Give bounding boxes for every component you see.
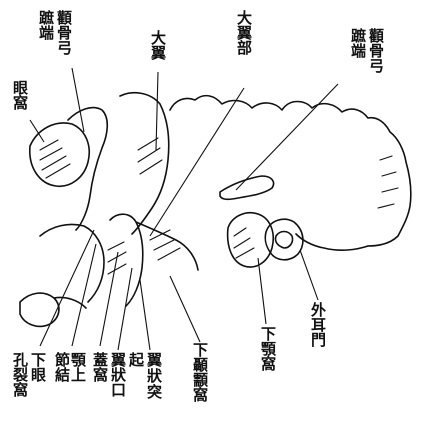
label-pterygopalatine-fossa: 蓋窩 [92, 352, 108, 382]
ear-opening-outer [265, 219, 303, 260]
label-zygomatic-right-col2: 蹠端 [350, 28, 366, 58]
label-greater-wing-root: 大翼部 [236, 10, 252, 55]
label-orbit: 眼窩 [12, 80, 28, 110]
label-pterygoid-process-prefix: 起 [128, 352, 144, 367]
skull-top-outline [170, 96, 411, 246]
zygomatic-arch-left [68, 108, 107, 230]
skull-lower-outline [296, 234, 368, 250]
label-maxillary-tuberosity-col1: 顎上 [70, 352, 86, 382]
leader-pterygoid [140, 280, 150, 350]
label-pterygoid-fissure: 翼狀口 [110, 352, 126, 397]
label-inferior-orbital-fissure-col2: 孔裂窩 [12, 352, 28, 397]
leader-infratemporal [170, 276, 200, 342]
label-pterygoid-process-1: 翼 [146, 352, 162, 367]
label-pterygoid-process-3: 突 [146, 384, 162, 399]
ear-opening-inner [275, 232, 292, 249]
leader-maxillary [72, 244, 96, 346]
label-infratemporal-fossa: 下顳顬窩 [192, 342, 208, 402]
leader-ear [300, 250, 318, 300]
leader-zygomatic-right [236, 84, 338, 190]
infratemporal-outline [136, 222, 198, 270]
label-pterygoid-process-2: 狀 [146, 368, 162, 383]
label-zygomatic-left-col2: 蹠端 [38, 10, 54, 40]
label-zygomatic-right-col1: 顴骨弓 [368, 28, 384, 73]
label-maxillary-tuberosity-col2: 節結 [54, 352, 70, 382]
pterygoid-outline [110, 214, 143, 306]
label-inferior-orbital-fissure-col1: 下眼 [30, 352, 46, 382]
label-greater-wing: 大翼 [150, 30, 166, 60]
label-zygomatic-left-col1: 顴骨弓 [56, 10, 72, 55]
leader-greater-wing-root [150, 88, 244, 236]
leader-pterygoid-fissure [118, 268, 132, 350]
bottom-left-fragment [20, 293, 59, 326]
label-external-acoustic-meatus: 外耳門 [310, 302, 326, 347]
leader-pterygopalatine [100, 252, 118, 346]
leader-zygomatic-left [72, 68, 84, 132]
greater-wing-outline [120, 93, 169, 234]
leader-mandibular-fossa [258, 258, 266, 324]
label-mandibular-fossa: 下顎窩 [260, 326, 276, 371]
mandibular-fossa-shape [228, 213, 274, 267]
maxilla-outline [40, 224, 104, 302]
orbit-outline [30, 123, 89, 186]
